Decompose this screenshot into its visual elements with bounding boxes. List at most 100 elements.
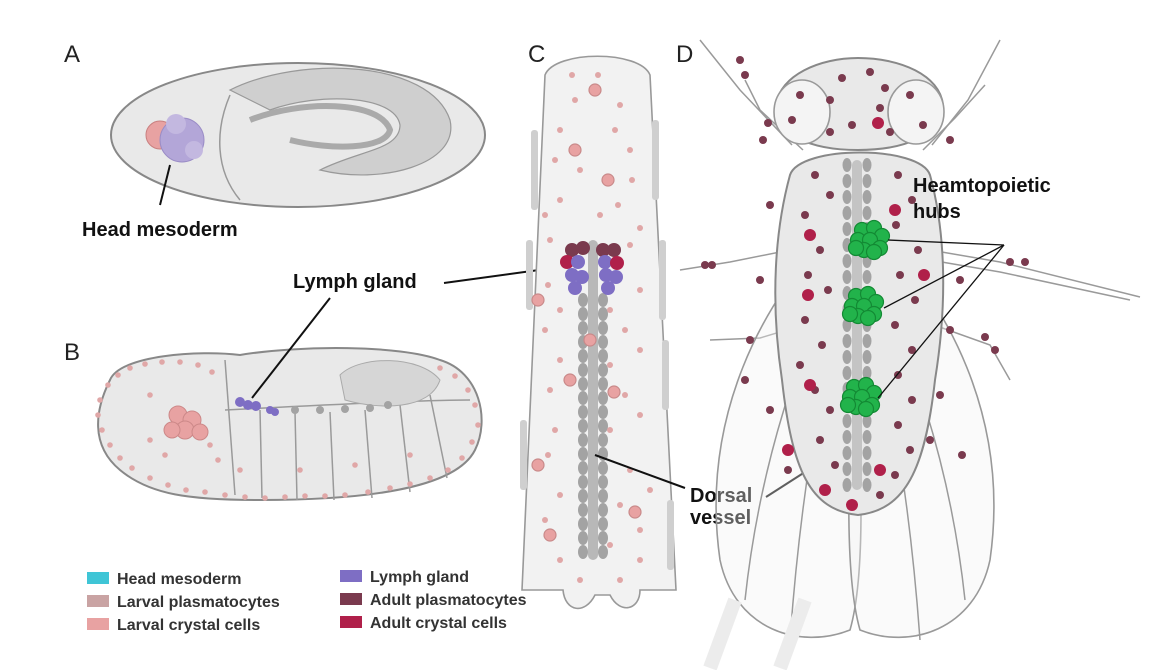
vessel-segment	[598, 391, 608, 405]
adult-plasmatocyte-dot	[826, 96, 834, 104]
vessel-segment	[578, 307, 588, 321]
adult-plasmatocyte-dot	[736, 56, 744, 64]
vessel-segment	[578, 377, 588, 391]
larval-plasmatocyte-dot	[572, 97, 578, 103]
adult-plasmatocyte-dot	[826, 128, 834, 136]
larval-plasmatocyte-dot	[547, 237, 553, 243]
adult-plasmatocyte-dot	[914, 246, 922, 254]
adult-plasmatocyte-dot	[892, 221, 900, 229]
adult-plasmatocyte-dot	[906, 91, 914, 99]
larval-plasmatocyte-dot	[595, 72, 601, 78]
vessel-segment	[578, 447, 588, 461]
vessel-segment	[578, 545, 588, 559]
vessel-segment	[863, 270, 872, 284]
adult-plasmatocyte-dot	[848, 121, 856, 129]
plasmatocyte-dot	[107, 442, 113, 448]
adult-plasmatocyte-dot	[906, 446, 914, 454]
adult-plasmatocyte-dot	[701, 261, 709, 269]
adult-crystal-dot	[889, 204, 901, 216]
lymph-gland-label: Lymph gland	[293, 271, 417, 293]
adult-plasmatocyte-dot	[876, 491, 884, 499]
adult-plasmatocyte-dot	[741, 376, 749, 384]
plasmatocyte-dot	[105, 382, 111, 388]
plasmatocyte-dot	[127, 365, 133, 371]
head-mesoderm-label: Head mesoderm	[82, 219, 238, 241]
legend-swatch	[87, 572, 109, 584]
plasmatocyte-dot	[97, 397, 103, 403]
larval-plasmatocyte-dot	[629, 177, 635, 183]
larval-plasmatocyte-dot	[627, 147, 633, 153]
plasmatocyte-dot	[242, 494, 248, 500]
plasmatocyte-dot	[322, 493, 328, 499]
larval-crystal-dot	[629, 506, 641, 518]
vessel-segment	[843, 462, 852, 476]
adult-plasmatocyte-dot	[801, 211, 809, 219]
legend-label: Head mesoderm	[117, 571, 242, 588]
legend-label: Larval plasmatocytes	[117, 594, 280, 611]
larval-plasmatocyte-dot	[617, 502, 623, 508]
larval-plasmatocyte-dot	[557, 127, 563, 133]
vessel-segment	[863, 174, 872, 188]
larval-crystal-dot	[608, 386, 620, 398]
adult-plasmatocyte-dot	[741, 71, 749, 79]
larval-plasmatocyte-dot	[542, 212, 548, 218]
adult-plasmatocyte-dot	[896, 271, 904, 279]
hub-cell	[849, 241, 864, 256]
adult-crystal-dot	[782, 444, 794, 456]
hub-cell	[859, 402, 874, 417]
plasmatocyte-dot	[297, 467, 303, 473]
adult-plasmatocyte-dot	[908, 396, 916, 404]
larval-plasmatocyte-dot	[557, 557, 563, 563]
larval-plasmatocyte-dot	[615, 202, 621, 208]
larval-plasmatocyte-dot	[637, 287, 643, 293]
vessel-segment	[863, 158, 872, 172]
larval-crystal-dot	[532, 294, 544, 306]
plasmatocyte-dot	[195, 362, 201, 368]
legend-label: Adult plasmatocytes	[370, 592, 527, 609]
hub-cell	[843, 307, 858, 322]
plasmatocyte-dot	[95, 412, 101, 418]
vessel-segment	[598, 307, 608, 321]
adult-crystal-dot	[872, 117, 884, 129]
vessel-segment	[578, 489, 588, 503]
vessel-segment	[598, 363, 608, 377]
adult-plasmatocyte-dot	[894, 421, 902, 429]
plasmatocyte-dot	[387, 485, 393, 491]
adult-plasmatocyte-dot	[891, 321, 899, 329]
adult-plasmatocyte-dot	[946, 326, 954, 334]
adult-plasmatocyte-dot	[759, 136, 767, 144]
vessel-segment	[863, 446, 872, 460]
plasmatocyte-dot	[222, 492, 228, 498]
adult-crystal-dot	[819, 484, 831, 496]
adult-plasmatocyte-dot	[804, 271, 812, 279]
vessel-segment	[843, 270, 852, 284]
legend-label: Lymph gland	[370, 569, 469, 586]
larval-crystal-dot	[602, 174, 614, 186]
adult-plasmatocyte-dot	[919, 121, 927, 129]
larval-plasmatocyte-dot	[545, 282, 551, 288]
vessel-segment	[863, 190, 872, 204]
vessel-segment	[598, 321, 608, 335]
larval-crystal-dot	[532, 459, 544, 471]
legend-label: Adult crystal cells	[370, 615, 507, 632]
plasmatocyte-dot	[445, 467, 451, 473]
larval-plasmatocyte-dot	[622, 392, 628, 398]
plasmatocyte-dot	[183, 487, 189, 493]
vessel-segment	[598, 475, 608, 489]
vessel-segment	[578, 461, 588, 475]
larval-plasmatocyte-dot	[627, 242, 633, 248]
adult-plasmatocyte-dot	[796, 91, 804, 99]
vessel-segment	[598, 419, 608, 433]
larval-plasmatocyte-dot	[577, 577, 583, 583]
vessel-segment	[578, 405, 588, 419]
larval-plasmatocyte-dot	[637, 557, 643, 563]
vessel-segment	[578, 531, 588, 545]
adult-plasmatocyte-dot	[891, 471, 899, 479]
adult-crystal-dot	[804, 379, 816, 391]
plasmatocyte-dot	[115, 372, 121, 378]
adult-plasmatocyte-dot	[866, 68, 874, 76]
vessel-segment	[578, 391, 588, 405]
hubs-label-line2: hubs	[913, 201, 961, 223]
adult-plasmatocyte-dot	[801, 316, 809, 324]
hub-cell	[841, 398, 856, 413]
